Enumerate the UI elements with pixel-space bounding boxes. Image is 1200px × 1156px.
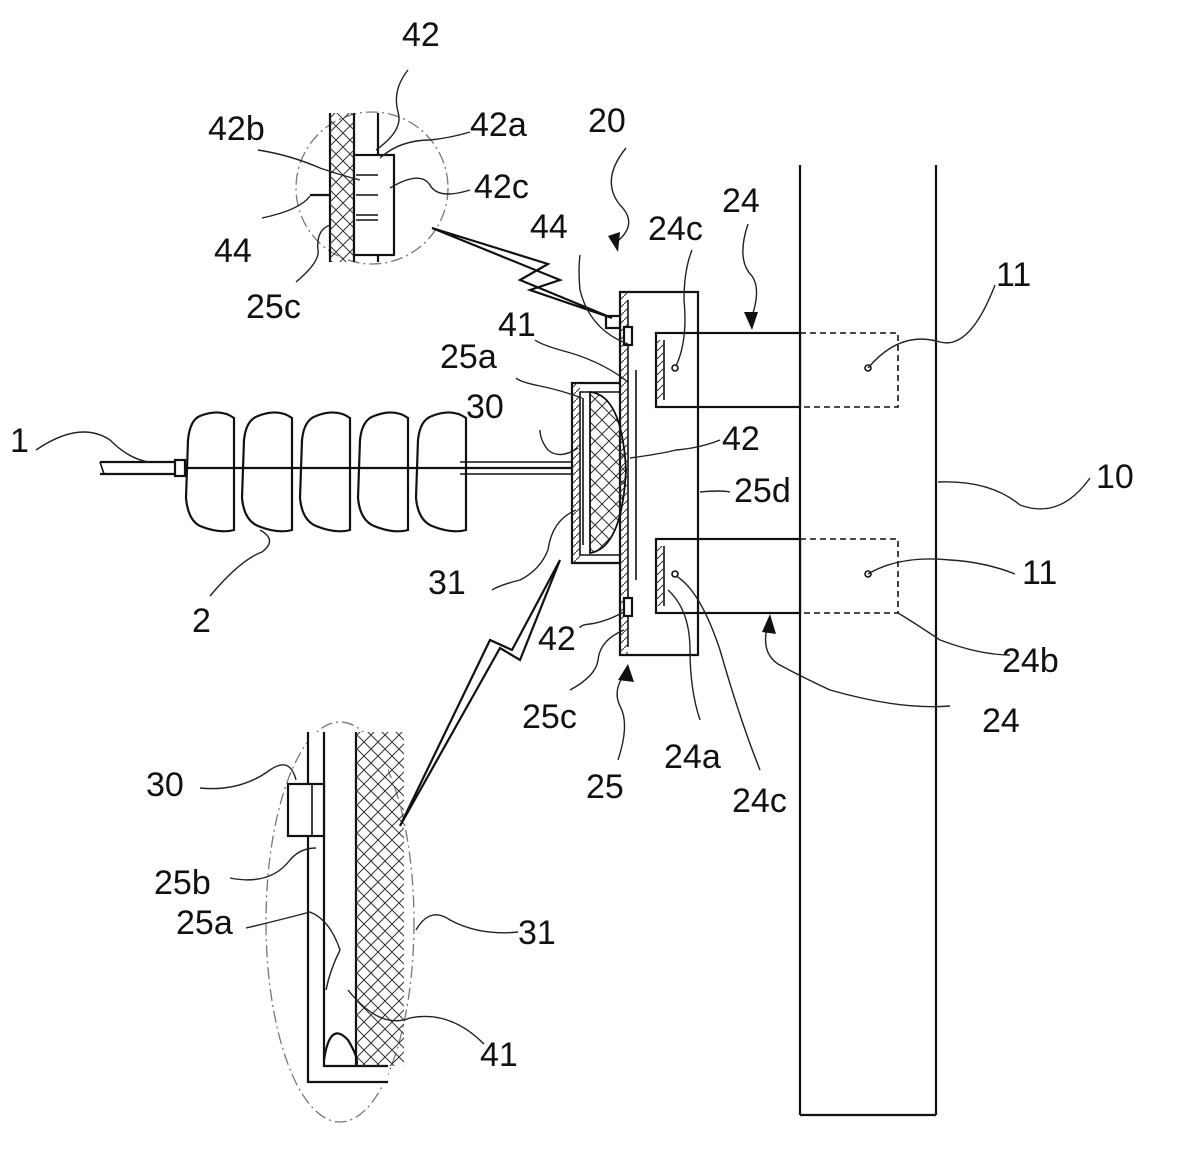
label-20: 20 xyxy=(588,102,626,140)
label-25: 25 xyxy=(586,768,624,806)
detail1-label-42b: 42b xyxy=(208,110,265,148)
detail1-label-42: 42 xyxy=(402,16,440,54)
label-31: 31 xyxy=(428,564,466,602)
label-11-bottom: 11 xyxy=(1022,554,1057,592)
insulator-string xyxy=(185,412,572,531)
label-25a: 25a xyxy=(440,338,497,376)
label-24c-top: 24c xyxy=(648,210,703,248)
label-44: 44 xyxy=(530,208,568,246)
detail1-label-42a: 42a xyxy=(470,106,527,144)
label-24-top: 24 xyxy=(722,182,760,220)
label-42-mid: 42 xyxy=(722,420,760,458)
detail2-label-31: 31 xyxy=(518,914,556,952)
label-24-bottom: 24 xyxy=(982,702,1020,740)
label-24a: 24a xyxy=(664,738,721,776)
label-10: 10 xyxy=(1096,458,1134,496)
label-41: 41 xyxy=(498,306,536,344)
detail1-label-44: 44 xyxy=(214,232,252,270)
detail1-label-25c: 25c xyxy=(246,288,301,326)
detail2-label-30: 30 xyxy=(146,766,184,804)
detail-view-bottom xyxy=(266,722,414,1122)
label-25d: 25d xyxy=(734,472,791,510)
label-30: 30 xyxy=(466,388,504,426)
label-1: 1 xyxy=(10,422,29,460)
detail1-label-42c: 42c xyxy=(474,168,529,206)
bracket-bottom xyxy=(656,539,898,613)
label-42-low: 42 xyxy=(538,620,576,658)
label-11-top: 11 xyxy=(996,256,1031,294)
label-24c-bottom: 24c xyxy=(732,782,787,820)
label-2: 2 xyxy=(192,602,211,640)
cable xyxy=(100,460,185,476)
detail2-label-25b: 25b xyxy=(154,864,211,902)
bracket-top xyxy=(656,333,898,407)
pole xyxy=(800,165,936,1115)
detail2-label-41: 41 xyxy=(480,1036,518,1074)
zoom-arrow-bottom xyxy=(400,560,560,826)
detail2-label-25a: 25a xyxy=(176,904,233,942)
label-25c: 25c xyxy=(522,698,577,736)
label-24b: 24b xyxy=(1002,642,1059,680)
detail-view-top xyxy=(296,112,448,264)
